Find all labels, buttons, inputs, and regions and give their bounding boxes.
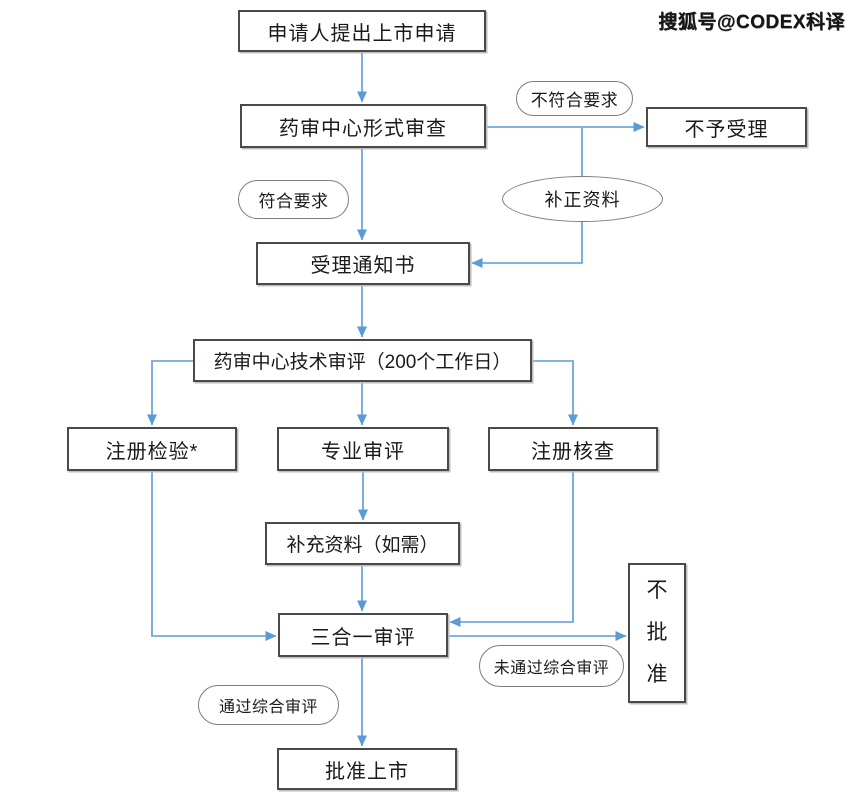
label-meet-requirements: 符合要求: [238, 180, 349, 219]
label-pass-comprehensive: 通过综合审评: [198, 685, 339, 725]
node-not-accepted: 不予受理: [646, 107, 807, 147]
node-not-approved-label: 不批准: [646, 579, 668, 686]
node-supplement-if-needed: 补充资料（如需）: [265, 522, 460, 565]
node-acceptance-notice: 受理通知书: [256, 242, 470, 285]
node-registration-test: 注册检验*: [67, 427, 237, 471]
node-registration-verify: 注册核查: [488, 427, 658, 471]
node-formal-review: 药审中心形式审查: [240, 104, 486, 148]
watermark-text: 搜狐号@CODEX科译: [658, 12, 845, 33]
node-apply: 申请人提出上市申请: [238, 10, 486, 52]
node-not-approved: 不批准: [628, 563, 686, 703]
node-three-in-one-review: 三合一审评: [278, 613, 448, 657]
node-professional-review: 专业审评: [277, 427, 449, 471]
label-not-meet-requirements: 不符合要求: [516, 81, 633, 116]
label-correct-materials: 补正资料: [502, 176, 663, 222]
node-approved: 批准上市: [277, 748, 457, 790]
label-fail-comprehensive: 未通过综合审评: [479, 645, 624, 687]
node-tech-review: 药审中心技术审评（200个工作日）: [193, 339, 532, 382]
